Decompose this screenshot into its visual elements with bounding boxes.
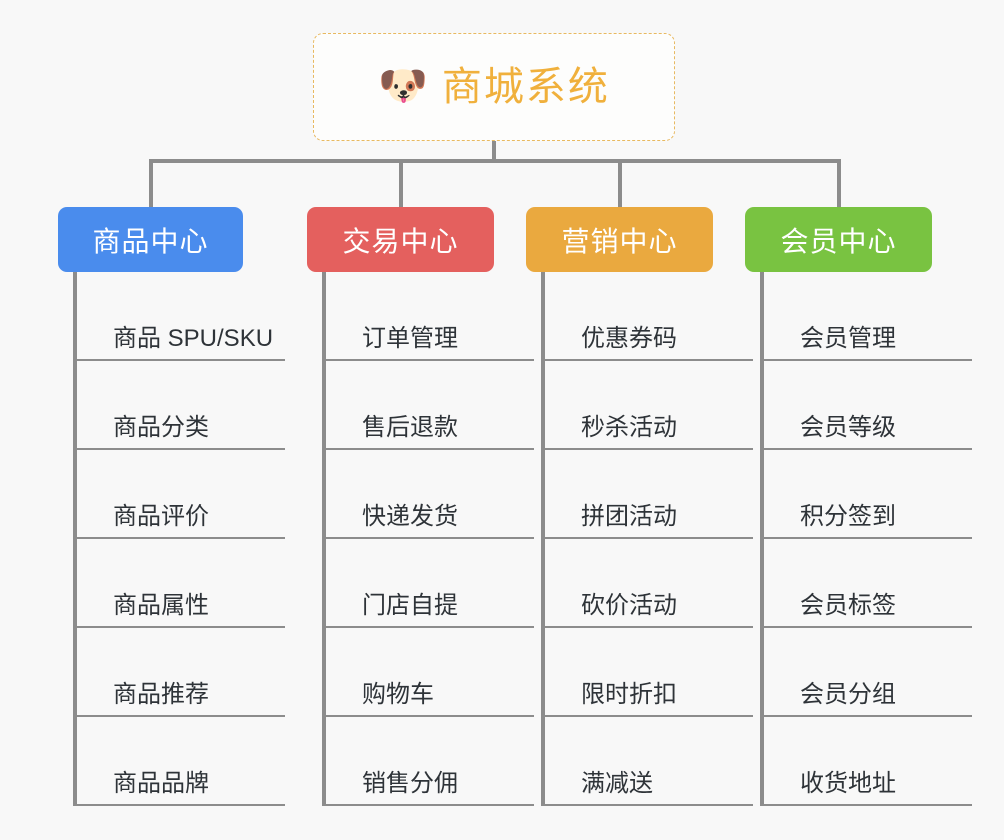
- leaf-underline: 商品推荐: [77, 681, 285, 717]
- leaf-item-label: 会员等级: [800, 414, 896, 442]
- column-spine-product-center: 商品 SPU/SKU 商品分类商品评价商品属性商品推荐商品品牌: [73, 272, 285, 806]
- column-spine-member-center: 会员管理会员等级积分签到会员标签会员分组收货地址: [760, 272, 972, 806]
- leaf-underline: 满减送: [545, 770, 753, 806]
- leaf-item-label: 门店自提: [362, 592, 458, 620]
- leaf-item-label: 优惠券码: [581, 325, 677, 353]
- leaf-item[interactable]: 会员分组: [764, 628, 972, 717]
- leaf-underline: 订单管理: [326, 325, 534, 361]
- leaf-underline: 购物车: [326, 681, 534, 717]
- dog-face-icon: 🐶: [378, 64, 428, 108]
- root-title: 商城系统: [441, 65, 610, 109]
- drop-connector-member-center: [836, 159, 841, 208]
- leaf-underline: 会员分组: [764, 681, 972, 717]
- leaf-underline: 优惠券码: [545, 325, 753, 361]
- leaf-underline: 砍价活动: [545, 592, 753, 628]
- leaf-item-label: 会员分组: [800, 681, 896, 709]
- leaf-item[interactable]: 商品推荐: [77, 628, 285, 717]
- leaf-underline: 销售分佣: [326, 770, 534, 806]
- leaf-underline: 快递发货: [326, 503, 534, 539]
- leaf-item-label: 积分签到: [800, 503, 896, 531]
- root-stem-connector: [492, 141, 496, 163]
- leaf-item[interactable]: 商品分类: [77, 361, 285, 450]
- leaf-item[interactable]: 优惠券码: [545, 272, 753, 361]
- column-spine-trade-center: 订单管理售后退款快递发货门店自提购物车销售分佣: [322, 272, 534, 806]
- horizontal-bus-connector: [149, 159, 840, 163]
- leaf-item[interactable]: 会员等级: [764, 361, 972, 450]
- column-header-label: 商品中心: [92, 225, 209, 257]
- drop-connector-product-center: [148, 159, 153, 208]
- leaf-item-label: 订单管理: [362, 325, 458, 353]
- leaf-item-label: 购物车: [362, 681, 434, 709]
- leaf-item-label: 商品属性: [113, 592, 209, 620]
- leaf-item-label: 会员管理: [800, 325, 896, 353]
- leaf-item-label: 满减送: [581, 770, 653, 798]
- leaf-underline: 商品属性: [77, 592, 285, 628]
- leaf-underline: 商品 SPU/SKU: [77, 325, 285, 361]
- leaf-item[interactable]: 商品属性: [77, 539, 285, 628]
- leaf-item-label: 商品分类: [113, 414, 209, 442]
- leaf-item[interactable]: 商品评价: [77, 450, 285, 539]
- leaf-item[interactable]: 收货地址: [764, 717, 972, 806]
- drop-connector-trade-center: [398, 159, 403, 208]
- leaf-item[interactable]: 商品品牌: [77, 717, 285, 806]
- column-header-product-center[interactable]: 商品中心: [58, 207, 243, 272]
- leaf-item-label: 拼团活动: [581, 503, 677, 531]
- leaf-underline: 商品评价: [77, 503, 285, 539]
- leaf-item[interactable]: 购物车: [326, 628, 534, 717]
- leaf-underline: 收货地址: [764, 770, 972, 806]
- leaf-item-label: 收货地址: [800, 770, 896, 798]
- leaf-item-label: 限时折扣: [581, 681, 677, 709]
- leaf-item-label: 售后退款: [362, 414, 458, 442]
- column-header-label: 会员中心: [780, 225, 897, 257]
- leaf-item-label: 快递发货: [362, 503, 458, 531]
- leaf-item[interactable]: 拼团活动: [545, 450, 753, 539]
- column-spine-marketing-center: 优惠券码秒杀活动拼团活动砍价活动限时折扣满减送: [541, 272, 753, 806]
- leaf-underline: 限时折扣: [545, 681, 753, 717]
- drop-connector-marketing-center: [617, 159, 622, 208]
- leaf-item-label: 会员标签: [800, 592, 896, 620]
- column-trade-center: 交易中心订单管理售后退款快递发货门店自提购物车销售分佣: [307, 207, 534, 806]
- column-header-member-center[interactable]: 会员中心: [745, 207, 932, 272]
- leaf-underline: 商品品牌: [77, 770, 285, 806]
- leaf-underline: 会员管理: [764, 325, 972, 361]
- leaf-underline: 会员等级: [764, 414, 972, 450]
- leaf-item[interactable]: 会员标签: [764, 539, 972, 628]
- column-member-center: 会员中心会员管理会员等级积分签到会员标签会员分组收货地址: [745, 207, 972, 806]
- column-header-marketing-center[interactable]: 营销中心: [526, 207, 713, 272]
- leaf-item[interactable]: 销售分佣: [326, 717, 534, 806]
- leaf-item[interactable]: 门店自提: [326, 539, 534, 628]
- column-marketing-center: 营销中心优惠券码秒杀活动拼团活动砍价活动限时折扣满减送: [526, 207, 753, 806]
- leaf-underline: 门店自提: [326, 592, 534, 628]
- leaf-item[interactable]: 砍价活动: [545, 539, 753, 628]
- leaf-item-label: 砍价活动: [581, 592, 677, 620]
- leaf-item[interactable]: 限时折扣: [545, 628, 753, 717]
- leaf-underline: 积分签到: [764, 503, 972, 539]
- leaf-item[interactable]: 快递发货: [326, 450, 534, 539]
- root-node[interactable]: 🐶 商城系统: [313, 33, 675, 141]
- column-header-label: 交易中心: [342, 225, 459, 257]
- column-header-label: 营销中心: [561, 225, 678, 257]
- leaf-item-label: 商品评价: [113, 503, 209, 531]
- leaf-underline: 商品分类: [77, 414, 285, 450]
- leaf-item[interactable]: 商品 SPU/SKU: [77, 272, 285, 361]
- leaf-item[interactable]: 积分签到: [764, 450, 972, 539]
- leaf-item[interactable]: 会员管理: [764, 272, 972, 361]
- leaf-item[interactable]: 满减送: [545, 717, 753, 806]
- leaf-underline: 会员标签: [764, 592, 972, 628]
- leaf-item[interactable]: 售后退款: [326, 361, 534, 450]
- column-product-center: 商品中心商品 SPU/SKU 商品分类商品评价商品属性商品推荐商品品牌: [58, 207, 285, 806]
- leaf-item-label: 秒杀活动: [581, 414, 677, 442]
- leaf-underline: 拼团活动: [545, 503, 753, 539]
- leaf-underline: 售后退款: [326, 414, 534, 450]
- leaf-item-label: 商品 SPU/SKU: [113, 325, 274, 353]
- leaf-item-label: 销售分佣: [362, 770, 458, 798]
- leaf-item-label: 商品品牌: [113, 770, 209, 798]
- leaf-item[interactable]: 秒杀活动: [545, 361, 753, 450]
- leaf-item[interactable]: 订单管理: [326, 272, 534, 361]
- leaf-underline: 秒杀活动: [545, 414, 753, 450]
- column-header-trade-center[interactable]: 交易中心: [307, 207, 494, 272]
- leaf-item-label: 商品推荐: [113, 681, 209, 709]
